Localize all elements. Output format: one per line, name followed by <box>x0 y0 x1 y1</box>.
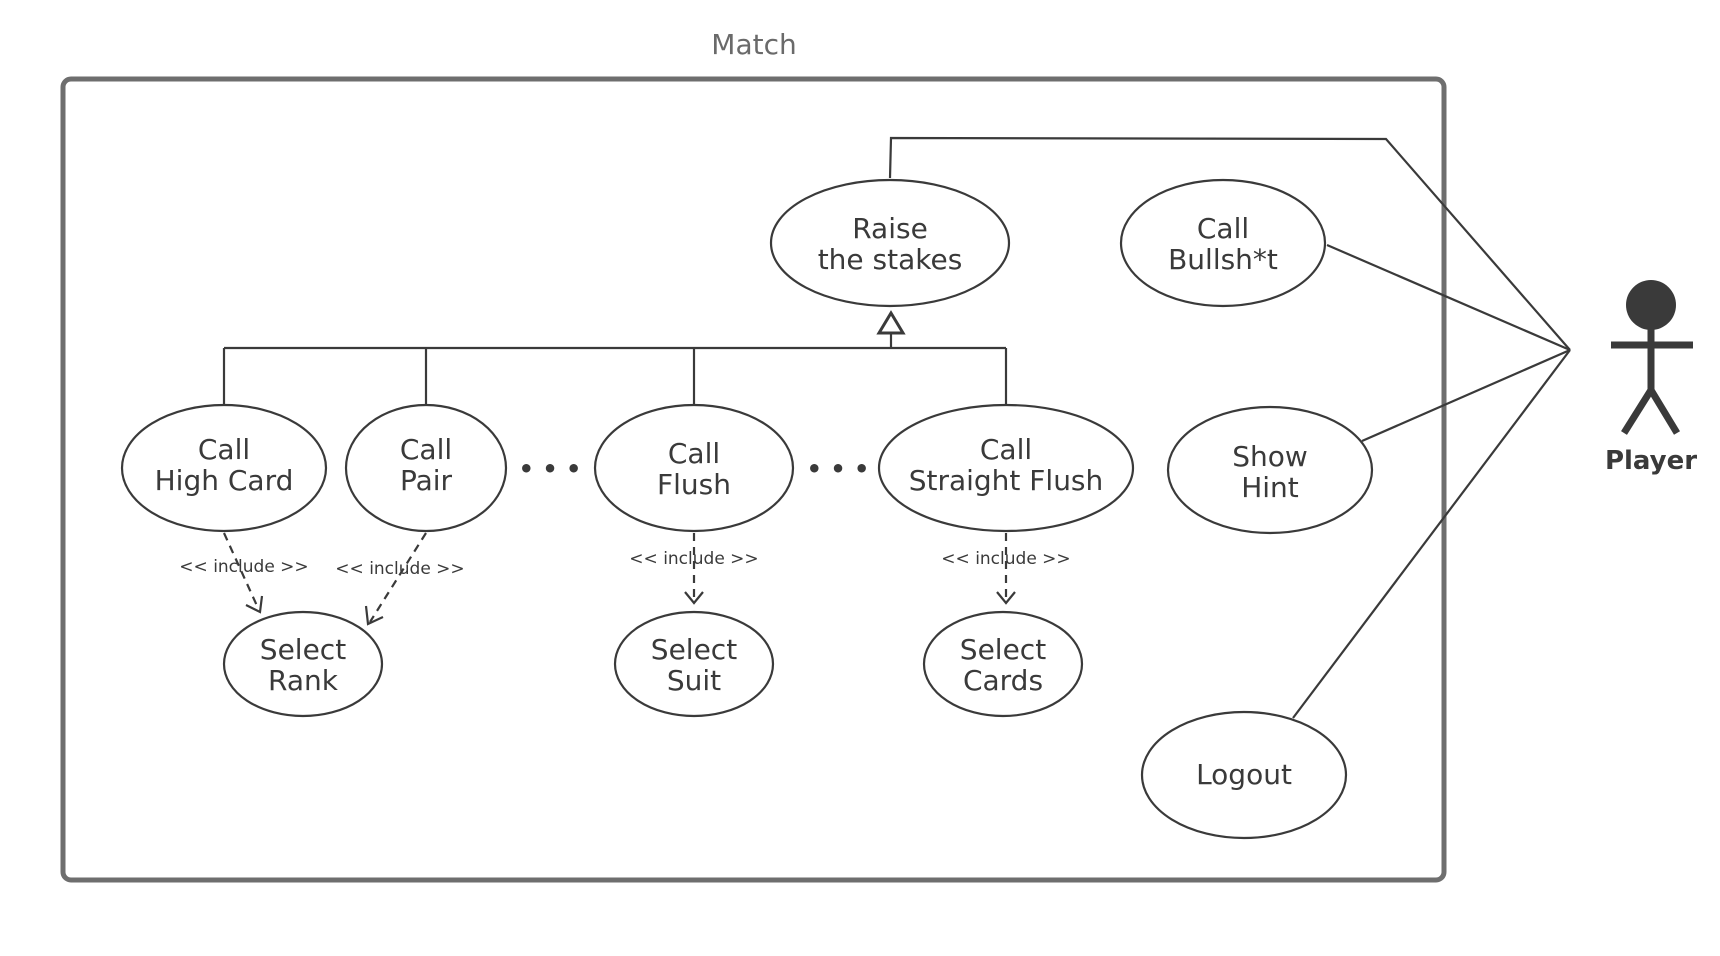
association-hint <box>1361 348 1571 443</box>
svg-text:Rank: Rank <box>268 664 339 697</box>
svg-text:Show: Show <box>1232 440 1308 473</box>
generalization-arrowhead <box>876 310 906 335</box>
use-case-call-bullshit[interactable]: Call Bullsh*t <box>1119 178 1327 308</box>
ellipsis-1: • • • <box>519 455 582 483</box>
svg-text:Bullsh*t: Bullsh*t <box>1168 243 1278 276</box>
generalization <box>222 310 1008 405</box>
ellipsis-2: • • • <box>807 455 870 483</box>
svg-text:Call: Call <box>668 437 720 470</box>
svg-text:Call: Call <box>980 433 1032 466</box>
include-flush-suit: << include >> <box>629 533 759 605</box>
use-case-call-flush[interactable]: Call Flush <box>593 403 795 533</box>
svg-text:Call: Call <box>198 433 250 466</box>
stick-figure-icon <box>1611 280 1693 435</box>
include-label: << include >> <box>629 549 758 569</box>
actor-player[interactable]: Player <box>1605 280 1697 476</box>
svg-text:Raise: Raise <box>852 212 928 245</box>
include-pair-rank: << include >> <box>335 532 465 626</box>
use-case-select-cards[interactable]: Select Cards <box>922 610 1084 718</box>
svg-text:Suit: Suit <box>667 664 721 697</box>
actor-label: Player <box>1605 446 1697 476</box>
svg-text:Select: Select <box>651 633 737 666</box>
use-case-logout[interactable]: Logout <box>1140 710 1348 840</box>
use-case-raise-the-stakes[interactable]: Raise the stakes <box>769 178 1011 308</box>
boundary-title: Match <box>711 28 796 61</box>
svg-text:Select: Select <box>260 633 346 666</box>
svg-text:Flush: Flush <box>657 468 731 501</box>
svg-text:Select: Select <box>960 633 1046 666</box>
svg-text:Call: Call <box>1197 212 1249 245</box>
include-label: << include >> <box>941 549 1070 569</box>
association-bullshit <box>1326 243 1571 352</box>
actor-associations <box>888 136 1571 719</box>
svg-text:the stakes: the stakes <box>818 243 963 276</box>
use-case-select-rank[interactable]: Select Rank <box>222 610 384 718</box>
include-label: << include >> <box>179 557 308 577</box>
svg-text:Call: Call <box>400 433 452 466</box>
include-straight-flush-cards: << include >> <box>941 533 1071 605</box>
svg-text:High Card: High Card <box>155 464 294 497</box>
use-case-call-straight-flush[interactable]: Call Straight Flush <box>877 403 1135 533</box>
svg-text:Pair: Pair <box>400 464 453 497</box>
svg-text:Logout: Logout <box>1196 758 1292 791</box>
include-high-card-rank: << include >> <box>179 532 309 614</box>
association-logout <box>1292 349 1571 719</box>
svg-text:Straight Flush: Straight Flush <box>909 464 1104 497</box>
svg-text:Cards: Cards <box>963 664 1043 697</box>
system-boundary <box>60 76 1447 883</box>
include-label: << include >> <box>335 559 464 579</box>
use-case-call-pair[interactable]: Call Pair <box>344 403 508 533</box>
svg-text:Hint: Hint <box>1241 471 1299 504</box>
use-case-call-high-card[interactable]: Call High Card <box>120 403 328 533</box>
use-case-select-suit[interactable]: Select Suit <box>613 610 775 718</box>
use-case-show-hint[interactable]: Show Hint <box>1166 405 1374 535</box>
association-raise <box>888 136 1571 351</box>
